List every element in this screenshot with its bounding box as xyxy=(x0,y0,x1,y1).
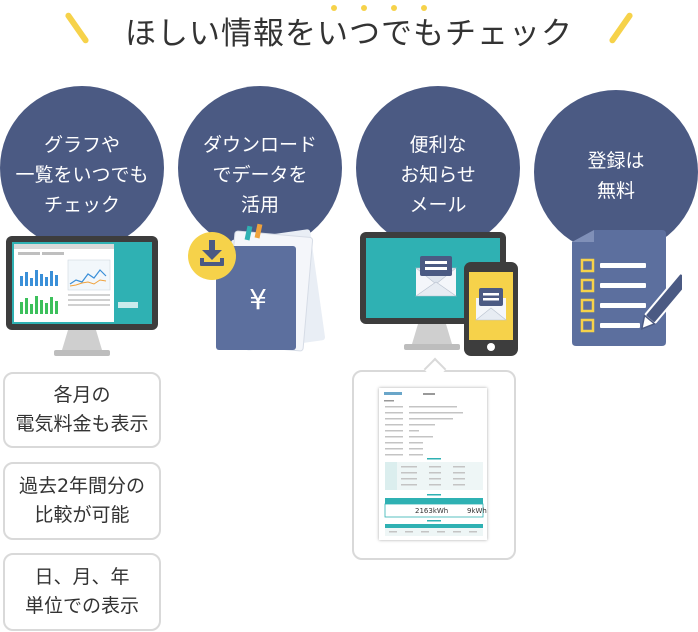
monitor-chart-icon xyxy=(6,236,158,356)
accent-dot xyxy=(361,5,367,11)
yen-symbol: ¥ xyxy=(249,283,267,316)
bill-usage-left: 2163kWh xyxy=(415,507,449,515)
feature-label: 登録は 無料 xyxy=(587,150,645,202)
accent-dot xyxy=(331,5,337,11)
bill-document-lines xyxy=(384,392,484,536)
feature-label: グラフや 一覧をいつでも チェック xyxy=(15,134,149,216)
feature-circle-graph: グラフや 一覧をいつでも チェック xyxy=(0,86,164,250)
accent-dot xyxy=(421,5,427,11)
graph-detail-monthly-charge: 各月の 電気料金も表示 xyxy=(3,372,161,448)
feature-label: 便利な お知らせ メール xyxy=(400,134,476,216)
feature-circle-mail: 便利な お知らせ メール xyxy=(356,86,520,250)
monitor-phone-mail-icon xyxy=(360,232,518,356)
download-yen-document-icon xyxy=(188,223,326,352)
graph-detail-two-year-comparison: 過去2年間分の 比較が可能 xyxy=(3,462,161,540)
feature-circle-download: ダウンロード でデータを 活用 xyxy=(178,86,342,250)
bill-usage-right: 9kWh xyxy=(467,507,487,515)
page-title: ほしい情報をいつでもチェック xyxy=(125,16,573,52)
feature-label: ダウンロード でデータを 活用 xyxy=(202,134,317,216)
electricity-bill-document-icon: 2163kWh 9kWh xyxy=(379,388,487,540)
checklist-pen-icon xyxy=(572,230,682,346)
feature-circle-free: 登録は 無料 xyxy=(534,90,698,254)
accent-dot xyxy=(391,5,397,11)
graph-detail-period-units: 日、月、年 単位での表示 xyxy=(3,553,161,631)
